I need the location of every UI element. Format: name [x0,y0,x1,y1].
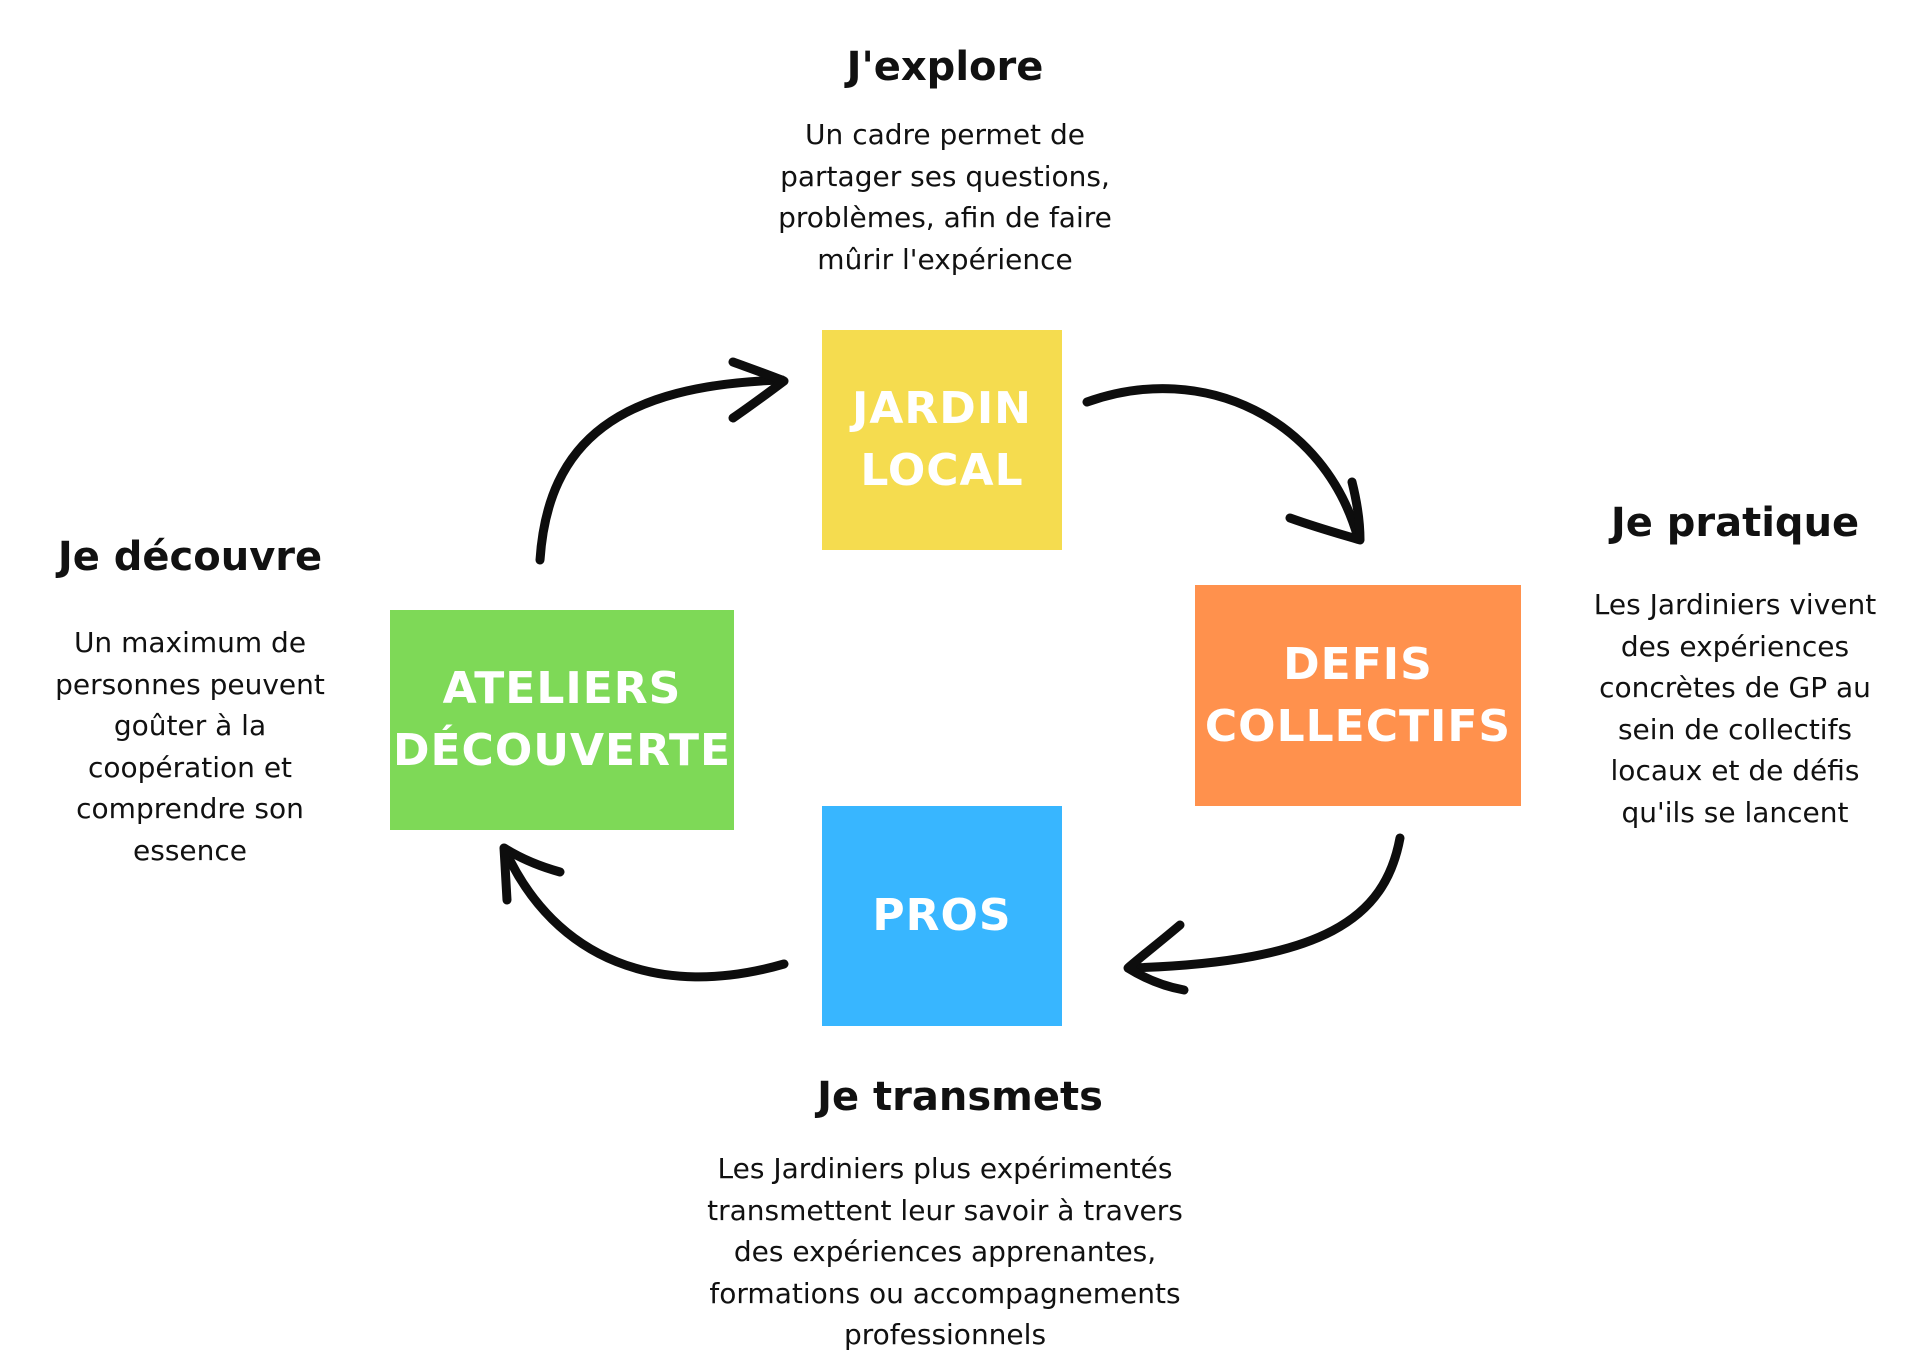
defis-collectifs-box: DEFIS COLLECTIFS [1195,585,1521,806]
explore-title: J'explore [846,44,1044,90]
arrow-ateliers-to-jardin [535,357,789,565]
transmets-title: Je transmets [817,1074,1103,1120]
ateliers-decouverte-box: ATELIERS DÉCOUVERTE [390,610,734,830]
pros-box: PROS [822,806,1062,1026]
jardin-local-box: JARDIN LOCAL [822,330,1062,550]
pratique-title: Je pratique [1610,500,1860,546]
arrow-pros-to-ateliers [499,843,789,982]
decouvre-title: Je découvre [57,534,323,580]
transmets-description: Les Jardiniers plus expérimentés transme… [707,1152,1183,1351]
decouvre-description: Un maximum de personnes peuvent goûter à… [55,626,325,867]
explore-description: Un cadre permet de partager ses question… [778,118,1112,276]
arrow-jardin-to-defis [1082,384,1365,545]
arrow-defis-to-pros [1123,833,1405,995]
pratique-description: Les Jardiniers vivent des expériences co… [1593,588,1877,829]
